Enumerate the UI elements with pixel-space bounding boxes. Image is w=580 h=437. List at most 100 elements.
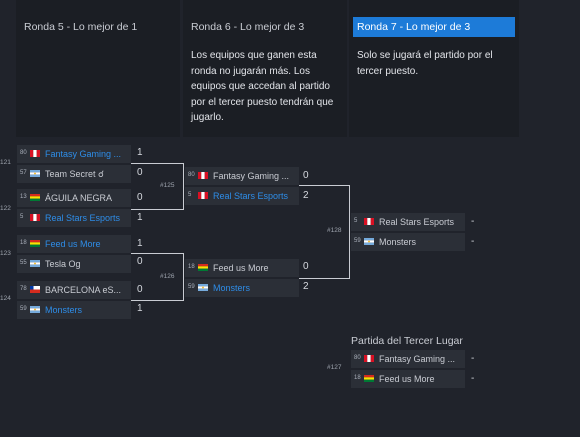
- team-seed: 5: [188, 192, 192, 198]
- argentina-flag-icon: [198, 284, 208, 291]
- team-score: -: [471, 236, 475, 247]
- team-score: 1: [137, 147, 143, 158]
- peru-flag-icon: [30, 214, 40, 221]
- team-name: Fantasy Gaming ...: [379, 354, 456, 364]
- round-6-note: Los equipos que ganen esta ronda no juga…: [191, 50, 334, 123]
- peru-flag-icon: [198, 172, 208, 179]
- peru-flag-icon: [364, 218, 374, 225]
- team-row[interactable]: 59 Monsters: [351, 233, 465, 251]
- round-column-5: Ronda 5 - Lo mejor de 1: [16, 0, 180, 137]
- team-name[interactable]: Real Stars Esports: [213, 191, 289, 201]
- argentina-flag-icon: [364, 238, 374, 245]
- team-name: ÁGUILA NEGRA: [45, 193, 113, 203]
- team-row[interactable]: 55 Tesla Og: [17, 255, 131, 273]
- team-row[interactable]: 57 Team Secret ☌: [17, 165, 131, 183]
- match-id: #127: [327, 364, 342, 371]
- team-seed: 18: [188, 264, 195, 270]
- team-score: 2: [303, 281, 309, 292]
- team-score: 0: [303, 170, 309, 181]
- team-seed: 5: [354, 218, 358, 224]
- team-row[interactable]: 18 Feed us More: [351, 370, 465, 388]
- team-score: 1: [137, 212, 143, 223]
- bolivia-flag-icon: [30, 240, 40, 247]
- bracket-connector: [299, 185, 350, 279]
- third-place-title: Partida del Tercer Lugar: [351, 335, 463, 347]
- match-id: 122: [0, 205, 11, 212]
- round-column-7: Ronda 7 - Lo mejor de 3 Solo se jugará e…: [349, 0, 519, 137]
- round-7-note: Solo se jugará el partido por el tercer …: [357, 50, 493, 77]
- match-id: 124: [0, 295, 11, 302]
- team-row[interactable]: 59 Monsters: [17, 301, 131, 319]
- team-row[interactable]: 18 Feed us More: [185, 259, 299, 277]
- argentina-flag-icon: [30, 306, 40, 313]
- team-seed: 18: [354, 375, 361, 381]
- team-name: Team Secret ☌: [45, 169, 105, 179]
- match-id: #125: [160, 182, 175, 189]
- team-seed: 18: [20, 240, 27, 246]
- peru-flag-icon: [30, 150, 40, 157]
- chile-flag-icon: [30, 286, 40, 293]
- team-seed: 57: [20, 170, 27, 176]
- team-seed: 13: [20, 194, 27, 200]
- team-name: BARCELONA eS...: [45, 285, 122, 295]
- team-name: Feed us More: [379, 374, 435, 384]
- round-7-title[interactable]: Ronda 7 - Lo mejor de 3: [353, 17, 515, 37]
- team-row[interactable]: 78 BARCELONA eS...: [17, 281, 131, 299]
- team-row[interactable]: 5 Real Stars Esports: [17, 209, 131, 227]
- team-name: Fantasy Gaming ...: [213, 171, 290, 181]
- team-seed: 80: [188, 172, 195, 178]
- team-row[interactable]: 80 Fantasy Gaming ...: [351, 350, 465, 368]
- peru-flag-icon: [364, 355, 374, 362]
- team-row[interactable]: 80 Fantasy Gaming ...: [185, 167, 299, 185]
- team-score: 0: [137, 284, 143, 295]
- round-5-title: Ronda 5 - Lo mejor de 1: [24, 21, 138, 33]
- team-score: 0: [303, 261, 309, 272]
- team-name[interactable]: Monsters: [45, 305, 83, 315]
- team-name: Tesla Og: [45, 259, 81, 269]
- match-id: #126: [160, 273, 175, 280]
- team-seed: 59: [188, 284, 195, 290]
- team-name[interactable]: Feed us More: [45, 239, 101, 249]
- team-score: 1: [137, 238, 143, 249]
- bracket-connector: [131, 253, 184, 301]
- team-name: Feed us More: [213, 263, 269, 273]
- team-score: -: [471, 216, 475, 227]
- team-seed: 80: [354, 355, 361, 361]
- bolivia-flag-icon: [364, 375, 374, 382]
- team-row[interactable]: 59 Monsters: [185, 279, 299, 297]
- match-id: 121: [0, 159, 11, 166]
- round-6-title: Ronda 6 - Lo mejor de 3: [191, 21, 305, 33]
- team-seed: 80: [20, 150, 27, 156]
- team-row[interactable]: 5 Real Stars Esports: [351, 213, 465, 231]
- bolivia-flag-icon: [30, 194, 40, 201]
- team-score: 0: [137, 192, 143, 203]
- team-seed: 78: [20, 286, 27, 292]
- team-name[interactable]: Fantasy Gaming ...: [45, 149, 122, 159]
- round-column-6: Ronda 6 - Lo mejor de 3 Los equipos que …: [183, 0, 347, 137]
- team-score: -: [471, 373, 475, 384]
- team-row[interactable]: 18 Feed us More: [17, 235, 131, 253]
- team-seed: 55: [20, 260, 27, 266]
- peru-flag-icon: [198, 192, 208, 199]
- argentina-flag-icon: [30, 170, 40, 177]
- team-row[interactable]: 5 Real Stars Esports: [185, 187, 299, 205]
- team-name[interactable]: Monsters: [213, 283, 251, 293]
- team-seed: 59: [20, 306, 27, 312]
- match-id: #128: [327, 227, 342, 234]
- team-score: 0: [137, 256, 143, 267]
- team-score: 2: [303, 190, 309, 201]
- team-score: -: [471, 353, 475, 364]
- team-seed: 5: [20, 214, 24, 220]
- team-row[interactable]: 80 Fantasy Gaming ...: [17, 145, 131, 163]
- team-row[interactable]: 13 ÁGUILA NEGRA: [17, 189, 131, 207]
- team-score: 1: [137, 303, 143, 314]
- match-id: 123: [0, 250, 11, 257]
- team-name: Real Stars Esports: [379, 217, 455, 227]
- team-seed: 59: [354, 238, 361, 244]
- bolivia-flag-icon: [198, 264, 208, 271]
- team-score: 0: [137, 167, 143, 178]
- team-name[interactable]: Real Stars Esports: [45, 213, 121, 223]
- bracket-connector: [131, 163, 184, 210]
- team-name: Monsters: [379, 237, 417, 247]
- argentina-flag-icon: [30, 260, 40, 267]
